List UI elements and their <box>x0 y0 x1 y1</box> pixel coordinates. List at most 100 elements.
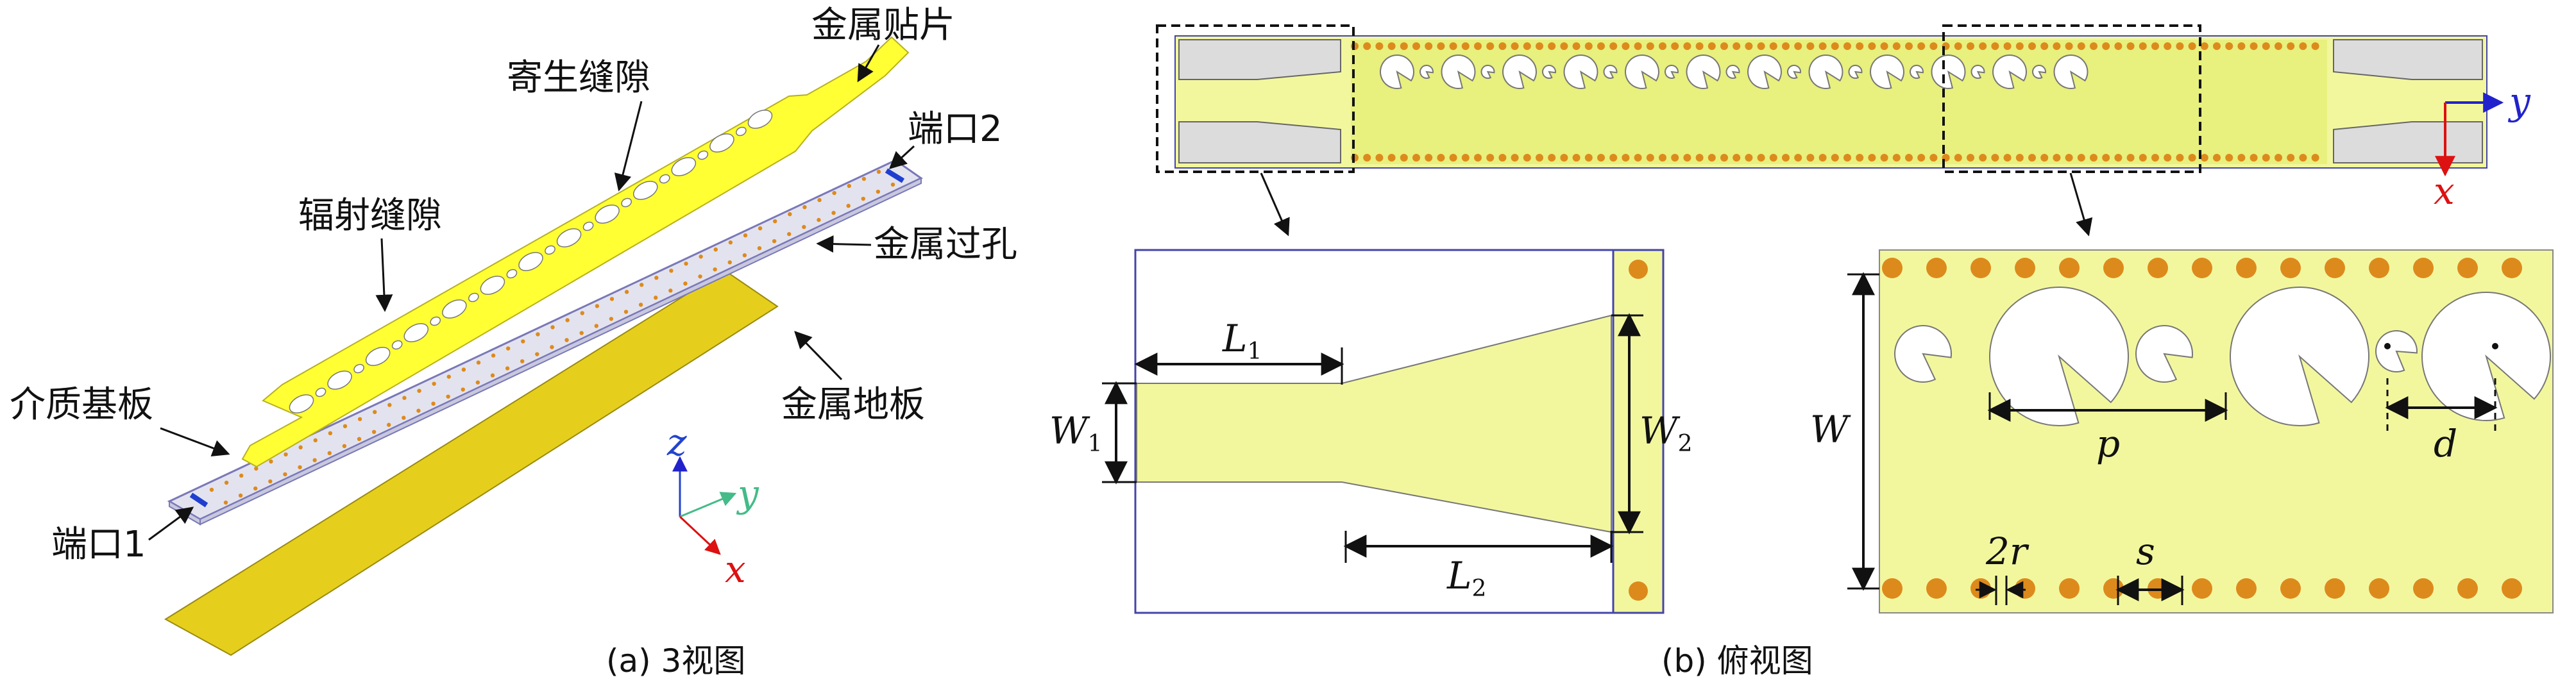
strip-via <box>1868 154 1876 162</box>
strip-via <box>1486 154 1495 162</box>
strip-via <box>1646 42 1654 50</box>
strip-via <box>1498 42 1507 50</box>
via-dot <box>357 417 362 421</box>
strip-via <box>2237 42 2246 50</box>
panel-a-3d-view: 金属贴片 寄生缝隙 辐射缝隙 端口2 金属过孔 金属地板 介质基板 端口1 z … <box>10 4 1017 680</box>
feed-via-top <box>1629 260 1648 279</box>
strip-via <box>2250 154 2258 162</box>
strip-via <box>1695 154 1704 162</box>
axis-x-label-top: x <box>2434 169 2455 213</box>
strip-via <box>1461 154 1470 162</box>
left-feed-upper-gap <box>1178 39 1341 80</box>
strip-via <box>1597 154 1605 162</box>
axis-x-label-3d: x <box>725 547 746 591</box>
strip-via <box>2225 154 2233 162</box>
strip-via <box>1880 154 1888 162</box>
strip-via <box>1929 42 1938 50</box>
radiating-slot <box>709 133 734 153</box>
strip-via <box>2077 154 2085 162</box>
strip-via <box>2151 42 2159 50</box>
detail-via <box>2502 578 2522 599</box>
via-dot <box>536 332 540 337</box>
zoom-box-right <box>1942 24 2201 173</box>
strip-via <box>1757 42 1765 50</box>
radiating-slot <box>403 323 429 342</box>
detail-via <box>2457 258 2478 278</box>
strip-radiating-slot <box>2053 54 2089 89</box>
detail-parasitic-slot <box>2375 330 2418 372</box>
via-dot <box>787 231 792 237</box>
strip-via <box>1363 42 1371 50</box>
via-dot <box>772 238 777 244</box>
strip-radiating-slot <box>1625 54 1659 89</box>
strip-via <box>2114 42 2123 50</box>
strip-via <box>1560 42 1568 50</box>
via-dot <box>742 253 747 258</box>
strip-via <box>1683 154 1691 162</box>
via-dot <box>638 303 643 307</box>
strip-via <box>1412 42 1420 50</box>
strip-via <box>1387 42 1396 50</box>
zoom-detail-feed: L1 W1 W2 L2 <box>1049 249 1693 614</box>
strip-parasitic-slot <box>1480 65 1495 79</box>
strip-via <box>1794 42 1802 50</box>
strip-via <box>1622 154 1630 162</box>
via-dot <box>327 451 332 456</box>
strip-via <box>1769 154 1777 162</box>
strip-via <box>2176 42 2184 50</box>
via-dot <box>461 387 465 392</box>
strip-via <box>1868 42 1876 50</box>
via-dot <box>890 182 895 187</box>
strip-via <box>1769 42 1777 50</box>
strip-radiating-slot <box>1870 54 1904 89</box>
via-dot <box>357 437 362 441</box>
strip-via <box>2262 42 2270 50</box>
strip-via <box>1967 154 1974 162</box>
strip-via <box>1733 42 1741 50</box>
parasitic-slot <box>697 150 709 160</box>
via-dot <box>491 353 496 358</box>
strip-parasitic-slot <box>1542 65 1556 79</box>
parasitic-slot <box>468 292 479 303</box>
strip-via <box>1905 154 1913 162</box>
arrow-substrate <box>160 427 230 457</box>
detail-slots <box>1894 287 2551 426</box>
strip-via <box>2287 154 2295 162</box>
label-via: 金属过孔 <box>874 224 1017 265</box>
detail-parasitic-slot <box>2135 325 2193 383</box>
strip-via <box>2164 154 2172 162</box>
detail-via <box>2103 258 2124 278</box>
axes-top-view: y x <box>2434 79 2531 213</box>
detail-via <box>2325 258 2345 278</box>
strip-via <box>2299 42 2307 50</box>
strip-via <box>1659 154 1666 162</box>
strip-via <box>2114 154 2123 162</box>
via-dot <box>654 276 659 280</box>
via-dot <box>224 480 229 485</box>
strip-via <box>1375 42 1384 50</box>
strip-via <box>1609 154 1618 162</box>
patch-slots <box>289 110 773 413</box>
strip-via <box>2213 42 2221 50</box>
via-dot <box>565 318 570 322</box>
zoom-detail-slots: W p d 2r s <box>1810 249 2554 613</box>
strip-via <box>1474 42 1482 50</box>
strip-via <box>2311 154 2319 162</box>
strip-via <box>1745 154 1753 162</box>
via-dot <box>521 339 525 344</box>
via-dot <box>506 346 511 351</box>
via-dot <box>802 224 806 229</box>
detail-via <box>2457 578 2478 599</box>
axis-y-label-top: y <box>2507 79 2531 123</box>
arrow-port1 <box>148 506 194 541</box>
strip-via <box>2077 42 2085 50</box>
strip-slots <box>1380 54 2089 89</box>
via-dot <box>579 331 584 335</box>
dim-W1: W1 <box>1049 409 1103 457</box>
detail-via <box>2015 578 2035 599</box>
via-dot <box>847 183 851 188</box>
strip-via <box>1695 42 1704 50</box>
via-dot <box>817 217 821 222</box>
strip-via <box>1646 154 1654 162</box>
